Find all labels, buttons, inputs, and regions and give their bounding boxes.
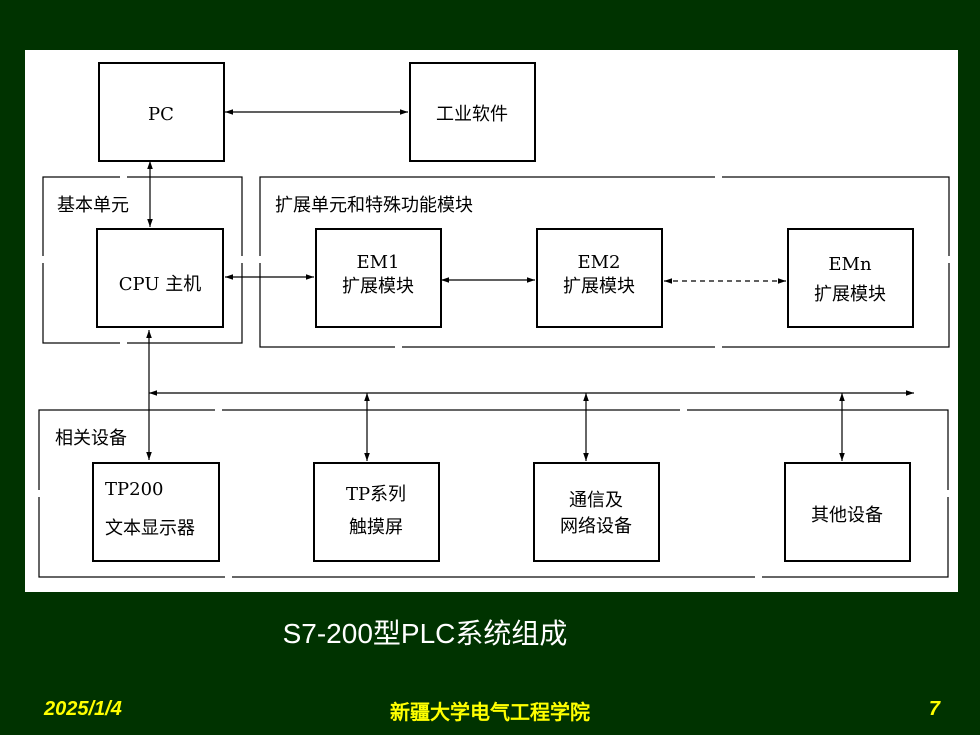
related-equipment-group: 相关设备 (37, 408, 950, 579)
footer-date: 2025/1/4 (44, 698, 122, 720)
tp-series-subtitle: 触摸屏 (349, 517, 403, 538)
comm-subtitle: 网络设备 (560, 516, 632, 537)
em1-box: EM1 扩展模块 (315, 228, 442, 328)
related-equipment-label: 相关设备 (55, 428, 127, 449)
em1-subtitle: 扩展模块 (342, 276, 414, 297)
basic-unit-label: 基本单元 (57, 195, 129, 216)
expansion-group: 扩展单元和特殊功能模块 (258, 175, 951, 349)
tp-series-box: TP系列 触摸屏 (313, 462, 440, 562)
software-box: 工业软件 (409, 62, 536, 162)
pc-label: PC (148, 104, 174, 125)
pc-box: PC (98, 62, 225, 162)
figure-caption: S7-200型PLC系统组成 (282, 618, 568, 649)
cpu-box: CPU 主机 (96, 228, 224, 328)
em2-title: EM2 (577, 252, 620, 273)
em2-subtitle: 扩展模块 (563, 276, 635, 297)
em2-box: EM2 扩展模块 (536, 228, 663, 328)
emn-subtitle: 扩展模块 (814, 284, 886, 305)
basic-unit-group: 基本单元 (41, 175, 244, 345)
tp200-subtitle: 文本显示器 (105, 518, 195, 539)
page-number: 7 (928, 698, 940, 720)
emn-title: EMn (828, 254, 872, 275)
other-label: 其他设备 (811, 505, 883, 526)
tp200-box: TP200 文本显示器 (92, 462, 220, 562)
comm-box: 通信及 网络设备 (533, 462, 660, 562)
comm-title: 通信及 (569, 490, 623, 511)
em1-title: EM1 (356, 252, 399, 273)
cpu-label: CPU 主机 (119, 274, 201, 295)
other-box: 其他设备 (784, 462, 911, 562)
tp200-title: TP200 (105, 479, 163, 500)
expansion-group-label: 扩展单元和特殊功能模块 (275, 195, 473, 216)
tp-series-title: TP系列 (346, 484, 406, 505)
software-label: 工业软件 (436, 104, 508, 125)
plc-system-diagram: 基本单元 扩展单元和特殊功能模块 相关设备 PC 工业软件 (25, 50, 958, 592)
footer-organization: 新疆大学电气工程学院 (390, 702, 590, 724)
emn-box: EMn 扩展模块 (787, 228, 914, 328)
